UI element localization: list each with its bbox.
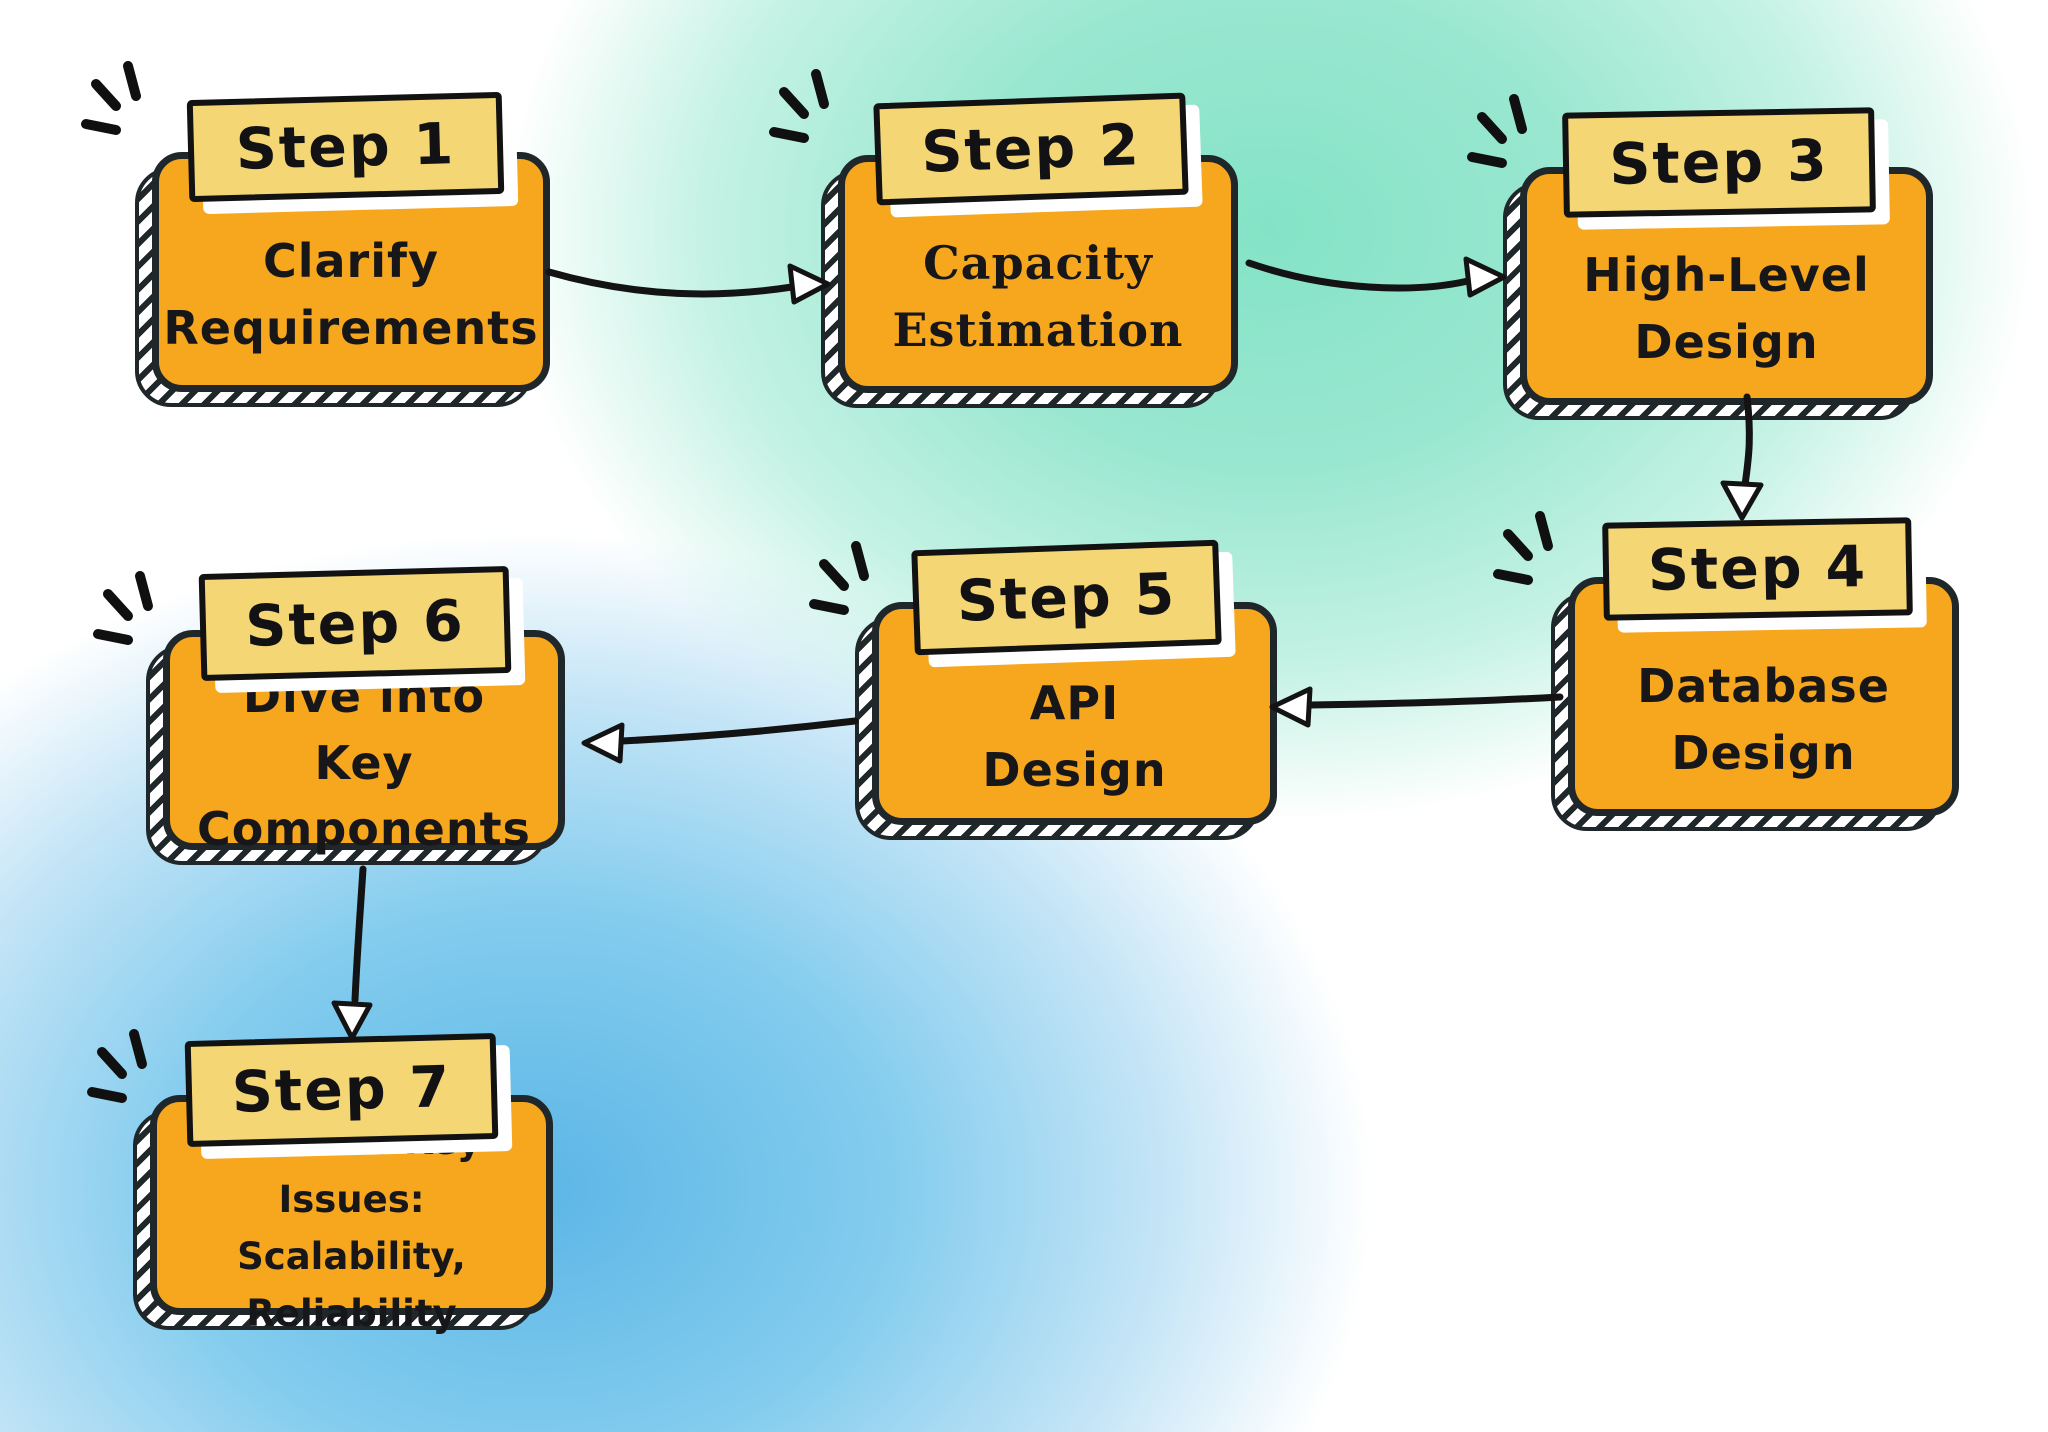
step5-title-line2: Design: [982, 742, 1167, 797]
step3-badge-label: Step 3: [1608, 127, 1830, 198]
step2-badge-label: Step 2: [920, 112, 1142, 186]
step1-title-line2: Requirements: [163, 301, 539, 355]
arrow-step1-step2: [545, 263, 831, 305]
step7-badge: Step 7: [184, 1032, 499, 1148]
step3-badge: Step 3: [1562, 107, 1876, 218]
step7-sparkle-icon: [87, 1029, 147, 1103]
step4-badge: Step 4: [1602, 517, 1913, 621]
arrow-step4-step5: [1269, 686, 1564, 728]
step2-title-line2: Estimation: [892, 303, 1184, 357]
step4-badge-label: Step 4: [1647, 534, 1868, 604]
step3-title: High-Level Design: [1527, 174, 1926, 398]
step4-sparkle-icon: [1493, 511, 1553, 585]
step3-title-line2: Design: [1634, 315, 1819, 369]
step6-badge-label: Step 6: [244, 587, 466, 660]
step2-badge: Step 2: [873, 92, 1189, 206]
arrow-step2-step3: [1245, 256, 1507, 298]
step6-sparkle-icon: [93, 571, 153, 645]
step7-title-line2: Scalability, Reliability: [237, 1235, 466, 1336]
arrow-step5-step6: [581, 717, 859, 764]
step6-title-line2: Key Components: [197, 735, 531, 857]
step4-title-line2: Design: [1671, 725, 1856, 780]
step2-sparkle-icon: [769, 69, 829, 143]
step1-title-line1: Clarify: [262, 234, 440, 289]
step5-sparkle-icon: [809, 541, 869, 615]
step1-badge: Step 1: [186, 91, 505, 203]
step2-title-line1: Capacity: [923, 236, 1153, 291]
step3-title-line1: High-Level: [1583, 248, 1870, 303]
arrow-step6-step7: [331, 865, 373, 1041]
step5-title-line1: API: [1029, 675, 1120, 730]
step6-badge: Step 6: [198, 565, 512, 682]
step4-title-line1: Database: [1637, 658, 1890, 713]
step7-badge-label: Step 7: [231, 1054, 452, 1126]
step5-title: API Design: [879, 609, 1270, 818]
step1-sparkle-icon: [81, 61, 141, 135]
step5-badge-label: Step 5: [955, 560, 1178, 635]
step2-title: Capacity Estimation: [845, 162, 1231, 386]
step1-badge-label: Step 1: [235, 111, 456, 183]
step4-title: Database Design: [1575, 584, 1952, 809]
step3-sparkle-icon: [1467, 94, 1527, 168]
step5-badge: Step 5: [911, 539, 1222, 656]
step1-title: Clarify Requirements: [159, 159, 543, 385]
